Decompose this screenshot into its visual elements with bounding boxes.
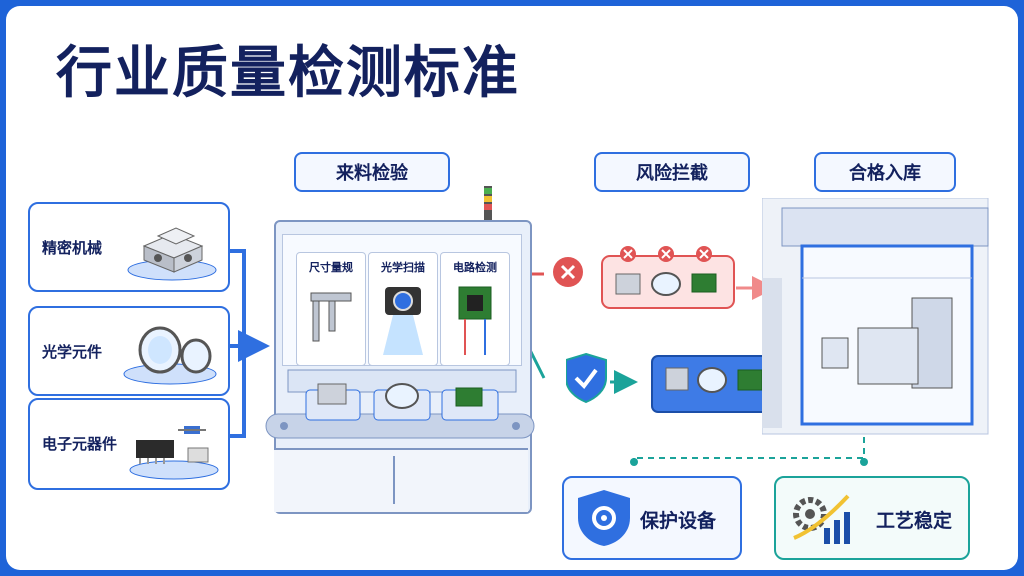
category-card-precision-machinery: 精密机械 bbox=[28, 202, 230, 292]
inspection-tab-circuit: 电路检测 bbox=[440, 252, 510, 366]
shield-gear-icon bbox=[578, 490, 630, 546]
caliper-icon bbox=[310, 292, 352, 342]
benefit-label: 工艺稳定 bbox=[876, 510, 953, 532]
benefit-card-process-stability: 工艺稳定 bbox=[774, 476, 970, 560]
category-label: 精密机械 bbox=[42, 239, 103, 257]
inspection-tab-optical: 光学扫描 bbox=[368, 252, 438, 366]
gear-growth-icon bbox=[793, 494, 850, 544]
stage-label-incoming: 来料检验 bbox=[294, 152, 450, 192]
category-card-electronic-components: 电子元器件 bbox=[28, 398, 230, 490]
cleanroom-warehouse bbox=[762, 198, 989, 435]
rejected-tray bbox=[553, 246, 735, 309]
machined-block-icon bbox=[127, 227, 217, 281]
benefit-label: 保护设备 bbox=[640, 510, 717, 532]
electronic-chip-icon bbox=[129, 426, 219, 480]
inspection-tab-label: 尺寸量规 bbox=[309, 261, 353, 274]
optical-lens-icon bbox=[123, 326, 217, 385]
accepted-tray bbox=[566, 352, 773, 413]
stage-label-storage: 合格入库 bbox=[814, 152, 956, 192]
stage-label-risk: 风险拦截 bbox=[594, 152, 750, 192]
inspection-tab-dimension: 尺寸量规 bbox=[296, 252, 366, 366]
benefit-card-protect-equipment: 保护设备 bbox=[562, 476, 742, 560]
infographic-canvas: 行业质量检测标准 来料检验 风险拦截 合格入库 bbox=[6, 6, 1018, 570]
circuit-board-icon bbox=[458, 286, 492, 355]
category-label: 电子元器件 bbox=[42, 435, 118, 453]
inspection-tab-label: 电路检测 bbox=[453, 261, 497, 274]
category-card-optical-components: 光学元件 bbox=[28, 306, 230, 396]
category-label: 光学元件 bbox=[42, 343, 103, 361]
inspection-tab-label: 光学扫描 bbox=[381, 261, 425, 274]
camera-icon bbox=[383, 287, 423, 355]
page-title: 行业质量检测标准 bbox=[56, 41, 520, 106]
